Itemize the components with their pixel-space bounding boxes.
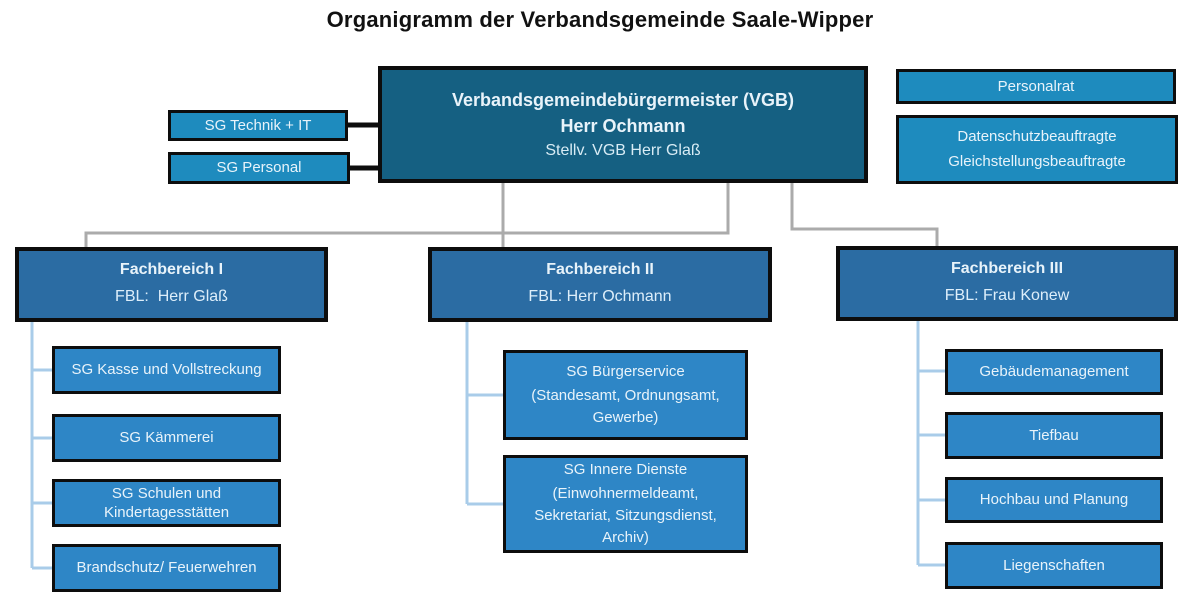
box-label: Personalrat <box>997 77 1075 95</box>
fachbereich-leader: FBL: Herr Ochmann <box>528 288 672 306</box>
vgb-head-box: Verbandsgemeindebürgermeister (VGB) Herr… <box>378 66 868 183</box>
fachbereich-1-box: Fachbereich I FBL: Herr Glaß <box>15 247 328 322</box>
unit-label: Brandschutz/ Feuerwehren <box>76 559 257 577</box>
unit-kasse-vollstreckung: SG Kasse und Vollstreckung <box>52 346 281 394</box>
vgb-deputy: Stellv. VGB Herr Glaß <box>545 142 701 159</box>
black-connector-stubs <box>348 122 380 171</box>
page-title: Organigramm der Verbandsgemeinde Saale-W… <box>326 7 874 32</box>
unit-detail: (Einwohnermeldeamt, Sekretariat, Sitzung… <box>534 485 717 546</box>
unit-schulen-kitas: SG Schulen und Kindertagesstätten <box>52 479 281 527</box>
unit-hochbau-planung: Hochbau und Planung <box>945 477 1163 523</box>
unit-buergerservice: SG Bürgerservice (Standesamt, Ordnungsam… <box>503 350 748 440</box>
gray-connectors <box>84 183 939 247</box>
box-label-line1: Datenschutzbeauftragte <box>957 127 1117 145</box>
unit-detail: (Standesamt, Ordnungsamt, Gewerbe) <box>531 387 720 426</box>
vgb-title: Verbandsgemeindebürgermeister (VGB) <box>451 90 795 110</box>
unit-tiefbau: Tiefbau <box>945 412 1163 459</box>
unit-brandschutz: Brandschutz/ Feuerwehren <box>52 544 281 592</box>
box-beauftragte: Datenschutzbeauftragte Gleichstellungsbe… <box>896 115 1178 184</box>
unit-innere-dienste: SG Innere Dienste (Einwohnermeldeamt, Se… <box>503 455 748 553</box>
fachbereich-leader: FBL: Frau Konew <box>944 287 1070 305</box>
unit-label: SG Kämmerei <box>119 429 214 447</box>
vgb-name: Herr Ochmann <box>560 116 686 136</box>
fachbereich-2-box: Fachbereich II FBL: Herr Ochmann <box>428 247 772 322</box>
fachbereich-title: Fachbereich II <box>546 261 654 278</box>
unit-gebaeudemanagement: Gebäudemanagement <box>945 349 1163 395</box>
unit-label: SG Schulen und Kindertagesstätten <box>103 484 230 522</box>
unit-label: Hochbau und Planung <box>979 491 1129 509</box>
lightblue-connectors <box>30 321 945 570</box>
fachbereich-leader: FBL: Herr Glaß <box>115 288 228 306</box>
unit-label: SG Innere Dienste <box>563 460 688 478</box>
box-sg-personal: SG Personal <box>168 152 350 184</box>
unit-label: SG Kasse und Vollstreckung <box>71 361 262 379</box>
unit-label: Liegenschaften <box>1003 556 1105 574</box>
fachbereich-title: Fachbereich III <box>950 260 1064 277</box>
unit-label: SG Bürgerservice <box>566 362 685 380</box>
box-sg-technik-it: SG Technik + IT <box>168 110 348 141</box>
box-personalrat: Personalrat <box>896 69 1176 104</box>
box-label: SG Technik + IT <box>204 116 312 134</box>
box-label: SG Personal <box>216 159 302 177</box>
fachbereich-3-box: Fachbereich III FBL: Frau Konew <box>836 246 1178 321</box>
unit-kaemmerei: SG Kämmerei <box>52 414 281 462</box>
unit-liegenschaften: Liegenschaften <box>945 542 1163 589</box>
box-label-line2: Gleichstellungsbeauftragte <box>948 153 1126 170</box>
unit-label: Gebäudemanagement <box>979 363 1129 381</box>
unit-label: Tiefbau <box>1029 426 1079 444</box>
fachbereich-title: Fachbereich I <box>119 261 224 278</box>
